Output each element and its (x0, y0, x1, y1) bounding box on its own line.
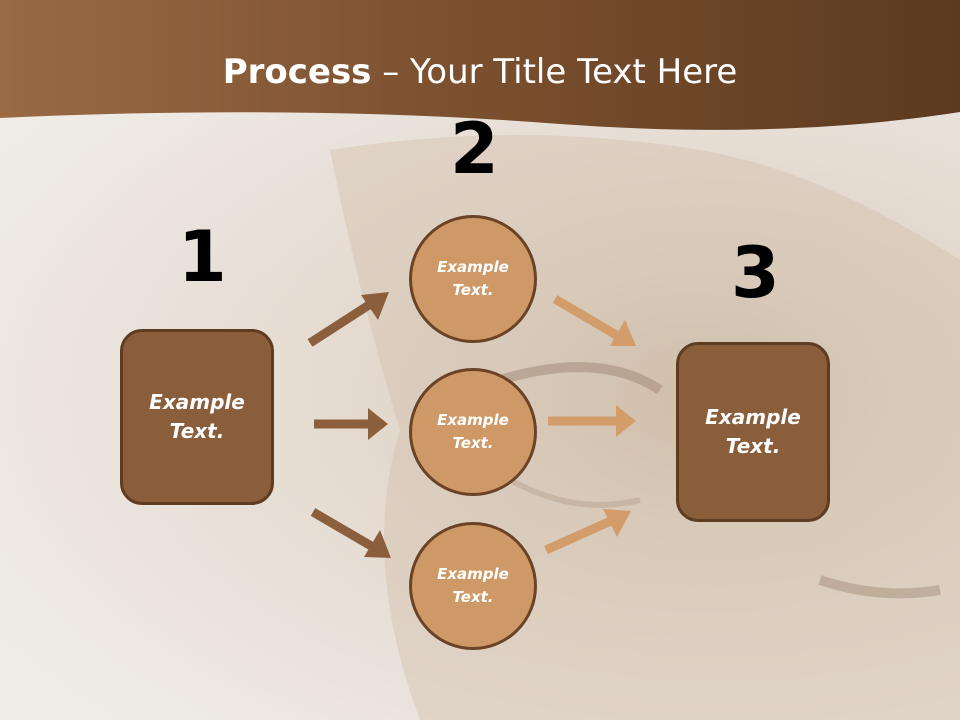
step-number-2: 2 (450, 108, 499, 190)
right-box: Example Text. (676, 342, 830, 522)
arrow-to-top (307, 292, 389, 347)
circle-middle-label: Example Text. (437, 411, 509, 452)
right-box-label: Example Text. (705, 405, 801, 458)
header-band (0, 0, 960, 130)
arrow-to-middle (314, 408, 388, 440)
left-box-label: Example Text. (149, 390, 245, 443)
left-box: Example Text. (120, 329, 274, 505)
circle-middle: Example Text. (409, 368, 537, 496)
title-bold: Process (222, 52, 372, 92)
arrow-from-top (552, 295, 636, 346)
circle-bottom: Example Text. (409, 522, 537, 650)
circle-top: Example Text. (409, 215, 537, 343)
step-number-1: 1 (178, 216, 227, 298)
title-rest: – Your Title Text Here (371, 52, 738, 92)
arrow-to-bottom (310, 508, 391, 558)
arrow-from-middle (548, 405, 636, 437)
slide-title: Process – Your Title Text Here (0, 52, 960, 92)
arrow-from-bottom (544, 509, 631, 555)
circle-top-label: Example Text. (437, 258, 509, 299)
step-number-3: 3 (731, 232, 780, 314)
circle-bottom-label: Example Text. (437, 565, 509, 606)
